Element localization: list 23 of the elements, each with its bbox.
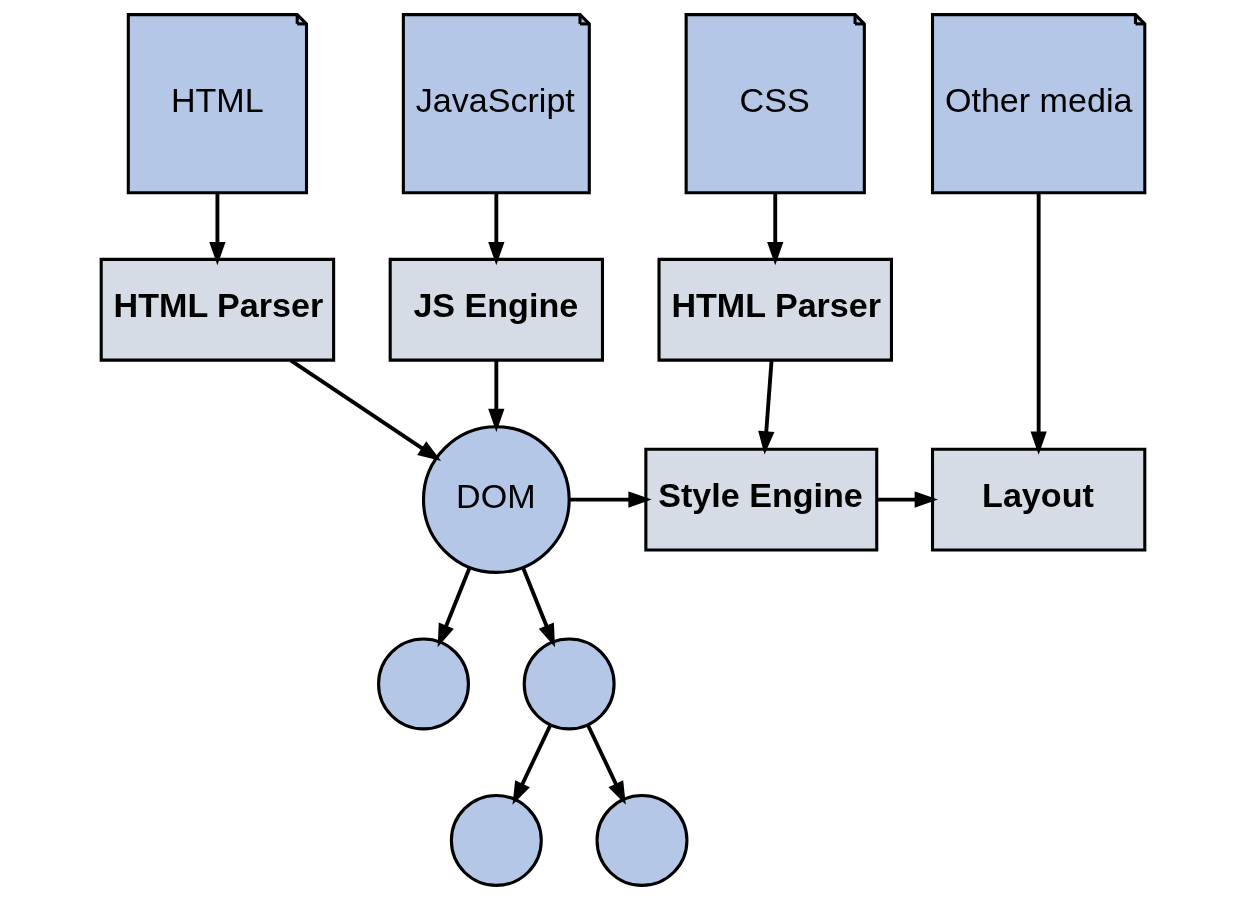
node-circle: DOM [421, 425, 571, 574]
arrow [488, 360, 505, 432]
arrow [289, 358, 442, 462]
node-circle [449, 794, 543, 887]
arrow [767, 193, 784, 266]
arrow [1030, 192, 1047, 455]
arrow [512, 724, 553, 805]
arrow [521, 566, 555, 648]
node-box: JS Engine [388, 257, 604, 362]
node-circle [377, 637, 470, 731]
arrow [569, 491, 652, 508]
node-box: HTML Parser [99, 257, 336, 362]
arrow [758, 360, 775, 455]
node-circle [522, 637, 616, 731]
arrow [209, 193, 226, 266]
node-box: Layout [930, 447, 1147, 552]
node-circle [595, 794, 689, 887]
arrow [877, 491, 938, 508]
arrow [488, 193, 505, 266]
node-box: Style Engine [644, 447, 879, 552]
arrow [586, 724, 626, 805]
node-box: HTML Parser [657, 257, 893, 362]
arrow [437, 566, 472, 648]
